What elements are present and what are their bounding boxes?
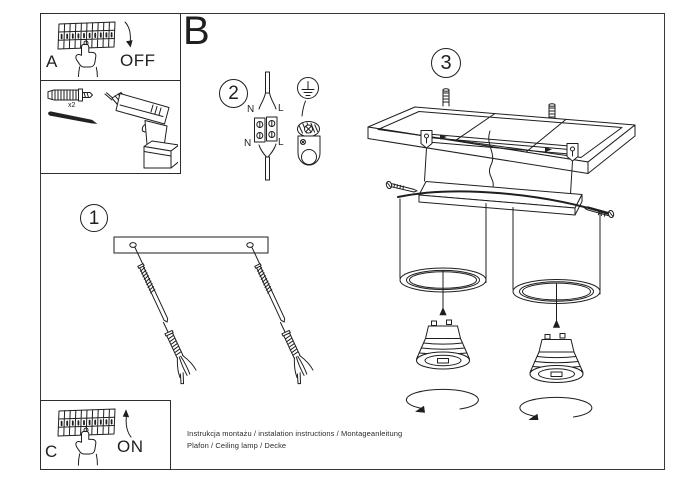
wire-label-n-bottom: N	[244, 138, 252, 149]
step-1-illustration	[113, 236, 317, 386]
side-screw-icon	[385, 180, 615, 219]
diagram-frame	[40, 13, 665, 470]
panel-a-box: A OFF	[40, 13, 181, 81]
terminal-block-icon	[254, 116, 278, 143]
pointing-hand-icon	[75, 430, 98, 466]
ground-parts-illustration	[297, 77, 321, 166]
ground-clamp-icon	[297, 121, 321, 166]
step-2-wiring-illustration	[254, 71, 278, 181]
wire-label-l-top: L	[278, 103, 284, 114]
mounting-bar-icon	[113, 236, 269, 254]
lamp-base-icon	[397, 181, 613, 216]
ground-wire-icon	[301, 100, 306, 117]
screw-icon	[48, 111, 98, 124]
section-b-label: B	[183, 9, 210, 53]
step-2-number: 2	[228, 83, 239, 104]
step-1-number: 1	[88, 207, 100, 229]
step-3-badge: 3	[431, 48, 461, 78]
pointing-hand-icon	[75, 43, 98, 77]
wall-plug-icon	[47, 88, 93, 102]
cable-icon	[258, 143, 277, 181]
footer-line-2: Plafon / Ceiling lamp / Decke	[187, 440, 287, 450]
rotation-arrow-icon	[405, 388, 479, 413]
wire-label-l-bottom: L	[278, 137, 284, 148]
supply-cable-icon	[488, 130, 494, 188]
breaker-off-illustration	[57, 21, 133, 77]
arrow-down-icon	[124, 21, 133, 48]
wire-label-n-top: N	[247, 104, 255, 115]
mounting-stud-icon	[442, 88, 556, 122]
hanging-rail-icon	[420, 130, 579, 195]
footer-text: Instrukcja montażu / instalation instruc…	[187, 428, 402, 451]
panel-c-state-on: ON	[117, 437, 144, 456]
breaker-panel-icon	[57, 408, 116, 437]
anchor-quantity-label: x2	[68, 102, 76, 109]
panel-a-letter: A	[46, 52, 58, 71]
gu10-bulb-icon	[416, 270, 470, 370]
screw-and-anchor-icon	[134, 247, 197, 385]
cable-icon	[258, 71, 277, 110]
arrow-up-icon	[122, 409, 132, 438]
panel-c-letter: C	[45, 442, 58, 461]
tools-box: x2	[40, 80, 181, 174]
ground-symbol-icon	[297, 77, 319, 99]
step-2-badge: 2	[219, 79, 248, 108]
gu10-bulb-icon	[529, 283, 584, 383]
footer-line-1: Instrukcja montażu / instalation instruc…	[187, 429, 403, 438]
breaker-on-illustration	[57, 408, 132, 466]
tools-illustration	[47, 88, 178, 169]
step-1-badge: 1	[80, 204, 108, 232]
panel-a-state-off: OFF	[120, 51, 156, 70]
step-3-number: 3	[440, 52, 452, 74]
panel-c-box: C ON	[40, 400, 171, 470]
drill-icon	[104, 92, 178, 169]
step-3-lamp-illustration	[367, 88, 636, 420]
